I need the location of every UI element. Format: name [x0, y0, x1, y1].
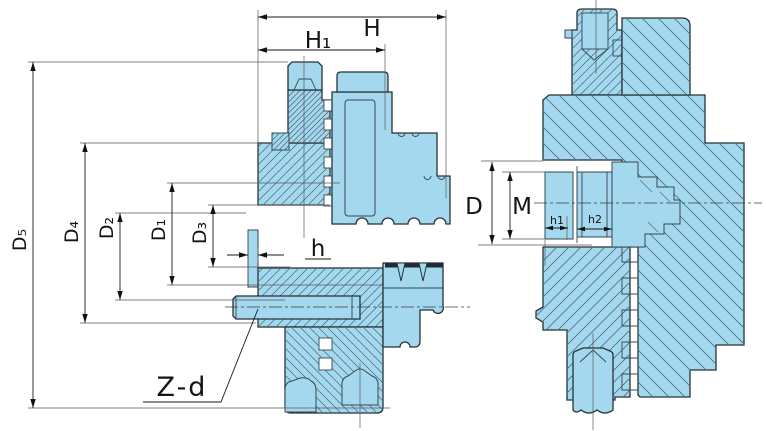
- jaw-guide-serration: [621, 247, 639, 391]
- left-view-section: [225, 56, 470, 428]
- socket-bolt-left: [284, 377, 317, 413]
- dim-label-H1: H₁: [305, 28, 332, 54]
- jaw-screw-nut-section: [611, 161, 681, 248]
- right-view-section: [534, 0, 762, 430]
- backplate-register: [247, 229, 259, 288]
- jaw-screw-bore: [581, 12, 609, 50]
- dim-label-h1: h1: [550, 214, 564, 227]
- dim-label-D: D: [465, 194, 483, 220]
- dim-label-D4: D₄: [61, 220, 83, 243]
- jaw-screw-shaft: [344, 99, 376, 217]
- dimension-labels: H H₁ D₅ D₄ D₂ D₁ D₃ h Z-d D M h1 h2: [9, 16, 602, 403]
- dim-label-h2: h2: [588, 213, 602, 226]
- dim-label-H: H: [363, 16, 380, 42]
- jaw-serration-grooves: [396, 262, 428, 282]
- dim-label-D3: D₃: [189, 222, 211, 244]
- dim-label-D2: D₂: [96, 217, 118, 239]
- dim-label-M: M: [512, 194, 532, 220]
- jaw-screw-head: [336, 71, 389, 93]
- mounting-stud: [232, 295, 361, 320]
- thread-bore-M: [576, 171, 613, 238]
- lower-jaw-section: [382, 262, 445, 348]
- dim-label-D1: D₁: [148, 219, 170, 241]
- extension-lines: [28, 10, 592, 409]
- clamp-nut-section: [287, 61, 323, 91]
- scroll-teeth-lower: [318, 337, 333, 371]
- dim-label-Zd: Z-d: [157, 372, 208, 403]
- zd-leader-line: [143, 308, 259, 403]
- dimension-lines: [30, 14, 612, 408]
- mount-spigot: [544, 171, 574, 240]
- dim-label-D5: D₅: [9, 229, 31, 251]
- dim-label-h: h: [311, 236, 326, 262]
